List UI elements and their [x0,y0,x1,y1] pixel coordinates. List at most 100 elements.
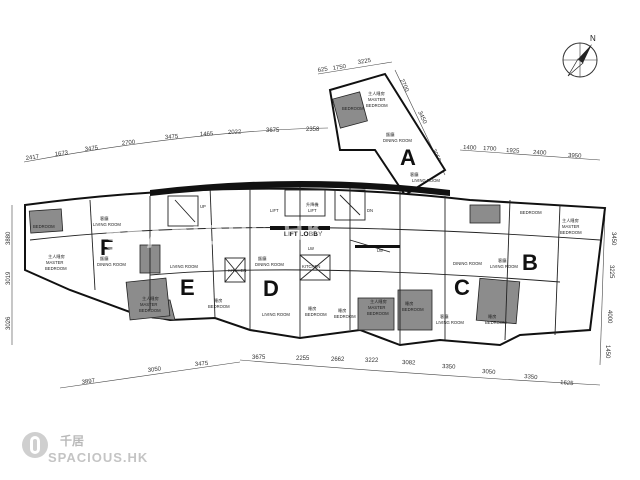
dimension-labels: 2417 1673 3475 2700 3475 1465 2022 3675 … [6,58,616,387]
dim-bottomleft-2: 3050 [148,366,163,374]
unit-label-c: C [454,275,470,300]
unit-label-b: B [522,250,538,275]
room-c-dining: DINING ROOM [453,261,482,266]
room-c-living: LIVING ROOM [436,320,464,325]
room-d-kitchen: KITCHEN [302,264,320,269]
room-e-master: MASTER [140,302,157,307]
brand-english-name: SPACIOUS.HK [48,450,149,465]
dim-top-2: 1673 [55,150,70,158]
room-d-dining-cn: 飯廳 [258,255,267,262]
unit-labels: A B C D E F [100,145,538,301]
room-f-master: MASTER [46,260,63,265]
dim-top-9: 2358 [306,127,320,133]
room-c-master-cn: 主人睡房 [370,298,387,305]
dim-topright-3: 1925 [506,148,520,155]
dim-right-1: 3450 [610,232,616,246]
room-b-bedroom2: BEDROOM [485,320,507,325]
dim-bottom-2: 2255 [296,356,310,362]
room-core-lw: LW [377,248,383,253]
room-d-bedroom-cn: 睡房 [308,305,316,312]
room-c-master2: BEDROOM [367,311,389,316]
unit-label-f: F [100,235,113,260]
room-c-living-cn: 客廳 [440,313,449,320]
room-a-dining: DINING ROOM [383,138,412,143]
dim-bottom-6: 3350 [442,364,456,371]
room-e-bedroom: BEDROOM [208,304,230,309]
room-b-bedroom: BEDROOM [520,210,542,215]
dim-top-1: 2417 [25,154,40,162]
room-core-lift-cn: 升降機 [306,201,319,208]
room-c-bedroom-cn: 睡房 [405,300,413,307]
lift-lobby-label: LIFT LOBBY [284,231,323,238]
room-d-bedroom2: BEDROOM [334,314,356,319]
dim-bottom-9: 1625 [560,380,574,387]
dim-bottom-4: 3222 [365,358,379,364]
room-f-bedroom: BEDROOM [33,224,55,229]
room-b-master: MASTER [562,224,579,229]
room-labels: 主人睡房 MASTER BEDROOM BEDROOM 飯廳 DINING RO… [33,90,582,325]
room-f-dining: DINING ROOM [97,262,126,267]
dim-a-side-2: 3450 [416,110,427,125]
room-core-lift2: LIFT [308,208,317,213]
dimension-lines [11,61,606,389]
room-core-up: UP [200,204,206,209]
dim-bottom-7: 3050 [482,369,496,376]
room-b-master-cn: 主人睡房 [562,217,579,224]
room-e-master-cn: 主人睡房 [142,295,159,302]
room-a-living-cn: 客廳 [410,171,419,178]
dim-a-side-1: 2700 [398,78,409,93]
dim-top-8: 3675 [266,128,280,134]
dim-bottom-1: 3675 [252,355,266,361]
dim-right-2: 3225 [608,265,614,279]
dim-bottom-3: 2662 [331,357,345,363]
room-f-living: LIVING ROOM [93,222,121,227]
room-a-master: MASTER [368,97,385,102]
room-a-master-cn: 主人睡房 [368,90,385,97]
dim-a-top-1: 625 [317,66,328,74]
dim-top-7: 2022 [228,130,242,136]
unit-label-a: A [400,145,416,170]
room-d-living: LIVING ROOM [262,312,290,317]
room-b-bedroom2-cn: 睡房 [488,313,496,320]
brand-logo-icon [22,432,48,458]
dim-top-6: 1465 [200,131,214,138]
brand-chinese-name: 千居 [60,434,85,448]
dim-right-3: 4000 [606,310,612,324]
room-e-living: LIVING ROOM [170,264,198,269]
dim-top-3: 3475 [85,145,100,153]
room-b-living: LIVING ROOM [490,264,518,269]
room-core-lift1: LIFT [270,208,279,213]
dim-left-3: 3026 [6,316,12,330]
room-c-bedroom: BEDROOM [402,307,424,312]
room-f-dining-cn: 飯廳 [100,255,109,262]
unit-label-e: E [180,275,195,300]
dim-right-4: 1450 [604,345,610,359]
compass-north-label: N [590,34,596,43]
room-c-master: MASTER [368,305,385,310]
unit-label-d: D [263,276,279,301]
room-d-bedroom2-cn: 睡房 [338,307,346,314]
dim-bottom-5: 3082 [402,360,416,366]
room-e-master2: BEDROOM [139,308,161,313]
room-e-kitchen: KITCHEN [228,268,246,273]
room-b-living-cn: 客廳 [498,257,507,264]
room-core-lw2: LW [308,246,314,251]
dim-topright-2: 1700 [483,146,497,153]
dim-a-top-3: 3225 [357,58,372,66]
dim-top-4: 2700 [122,140,137,147]
room-a-living: LIVING ROOM [412,178,440,183]
room-a-bedroom: BEDROOM [342,106,364,111]
room-a-master2: BEDROOM [366,103,388,108]
room-f-master-cn: 主人睡房 [48,253,65,260]
dim-left-2: 3019 [6,271,12,285]
dim-topright-4: 2400 [533,150,547,157]
dim-topright-5: 3950 [568,153,582,160]
dim-top-5: 3475 [165,134,179,141]
compass: N [562,34,598,78]
dim-bottomleft-1: 3897 [81,378,96,386]
dim-bottomleft-3: 3475 [195,361,209,368]
room-f-master2: BEDROOM [45,266,67,271]
room-d-bedroom: BEDROOM [305,312,327,317]
dim-left-1: 3880 [6,231,12,245]
